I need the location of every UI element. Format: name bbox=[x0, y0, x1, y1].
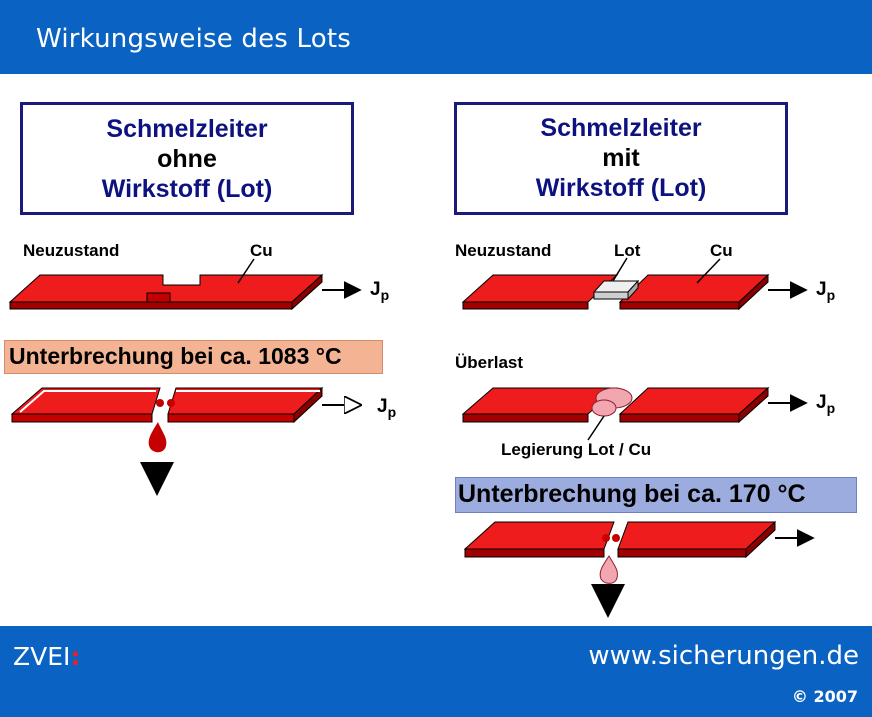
drip-arrow-icon bbox=[140, 462, 174, 496]
footer-bar bbox=[0, 626, 872, 717]
box-line-3: Wirkstoff (Lot) bbox=[535, 174, 707, 202]
box-line-2: mit bbox=[602, 144, 640, 172]
label-solder: Lot bbox=[614, 241, 641, 260]
fuse-element-broken-left bbox=[10, 386, 360, 496]
current-label-right-top: Jp bbox=[816, 279, 836, 303]
label-state-right: Neuzustand bbox=[455, 241, 552, 260]
label-overload: Überlast bbox=[455, 353, 524, 372]
interruption-banner-right: Unterbrechung bei ca. 170 °C bbox=[455, 477, 857, 513]
fuse-element-overload-right bbox=[461, 386, 808, 441]
box-line-1: Schmelzleiter bbox=[106, 115, 268, 143]
website-url: www.sicherungen.de bbox=[588, 641, 859, 671]
header-bar: Wirkungsweise des Lots bbox=[0, 0, 872, 74]
fuse-element-new-right bbox=[461, 257, 808, 311]
box-line-1: Schmelzleiter bbox=[540, 114, 702, 142]
current-label-left-bottom: Jp bbox=[377, 396, 397, 420]
copyright-notice: © 2007 bbox=[791, 687, 858, 706]
drip-arrow-icon bbox=[591, 584, 625, 618]
box-line-3: Wirkstoff (Lot) bbox=[101, 175, 273, 203]
page-title: Wirkungsweise des Lots bbox=[36, 24, 351, 54]
label-copper-right: Cu bbox=[710, 241, 733, 260]
current-label-left-top: Jp bbox=[370, 279, 390, 303]
label-state-left: Neuzustand bbox=[23, 241, 120, 260]
interruption-banner-left: Unterbrechung bei ca. 1083 °C bbox=[4, 340, 383, 374]
label-alloy: Legierung Lot / Cu bbox=[501, 440, 652, 459]
zvei-logo: ZVEI: bbox=[13, 642, 81, 671]
current-label-right-middle: Jp bbox=[816, 392, 836, 416]
fuse-element-broken-right bbox=[463, 520, 815, 618]
alloy-drop-icon bbox=[599, 555, 618, 584]
box-line-2: ohne bbox=[157, 145, 217, 173]
title-box-without-solder: Schmelzleiter ohne Wirkstoff (Lot) bbox=[20, 102, 354, 215]
fuse-element-new-left bbox=[8, 258, 362, 311]
molten-drop-icon bbox=[148, 422, 167, 453]
label-copper-left: Cu bbox=[250, 241, 273, 260]
title-box-with-solder: Schmelzleiter mit Wirkstoff (Lot) bbox=[454, 102, 788, 215]
